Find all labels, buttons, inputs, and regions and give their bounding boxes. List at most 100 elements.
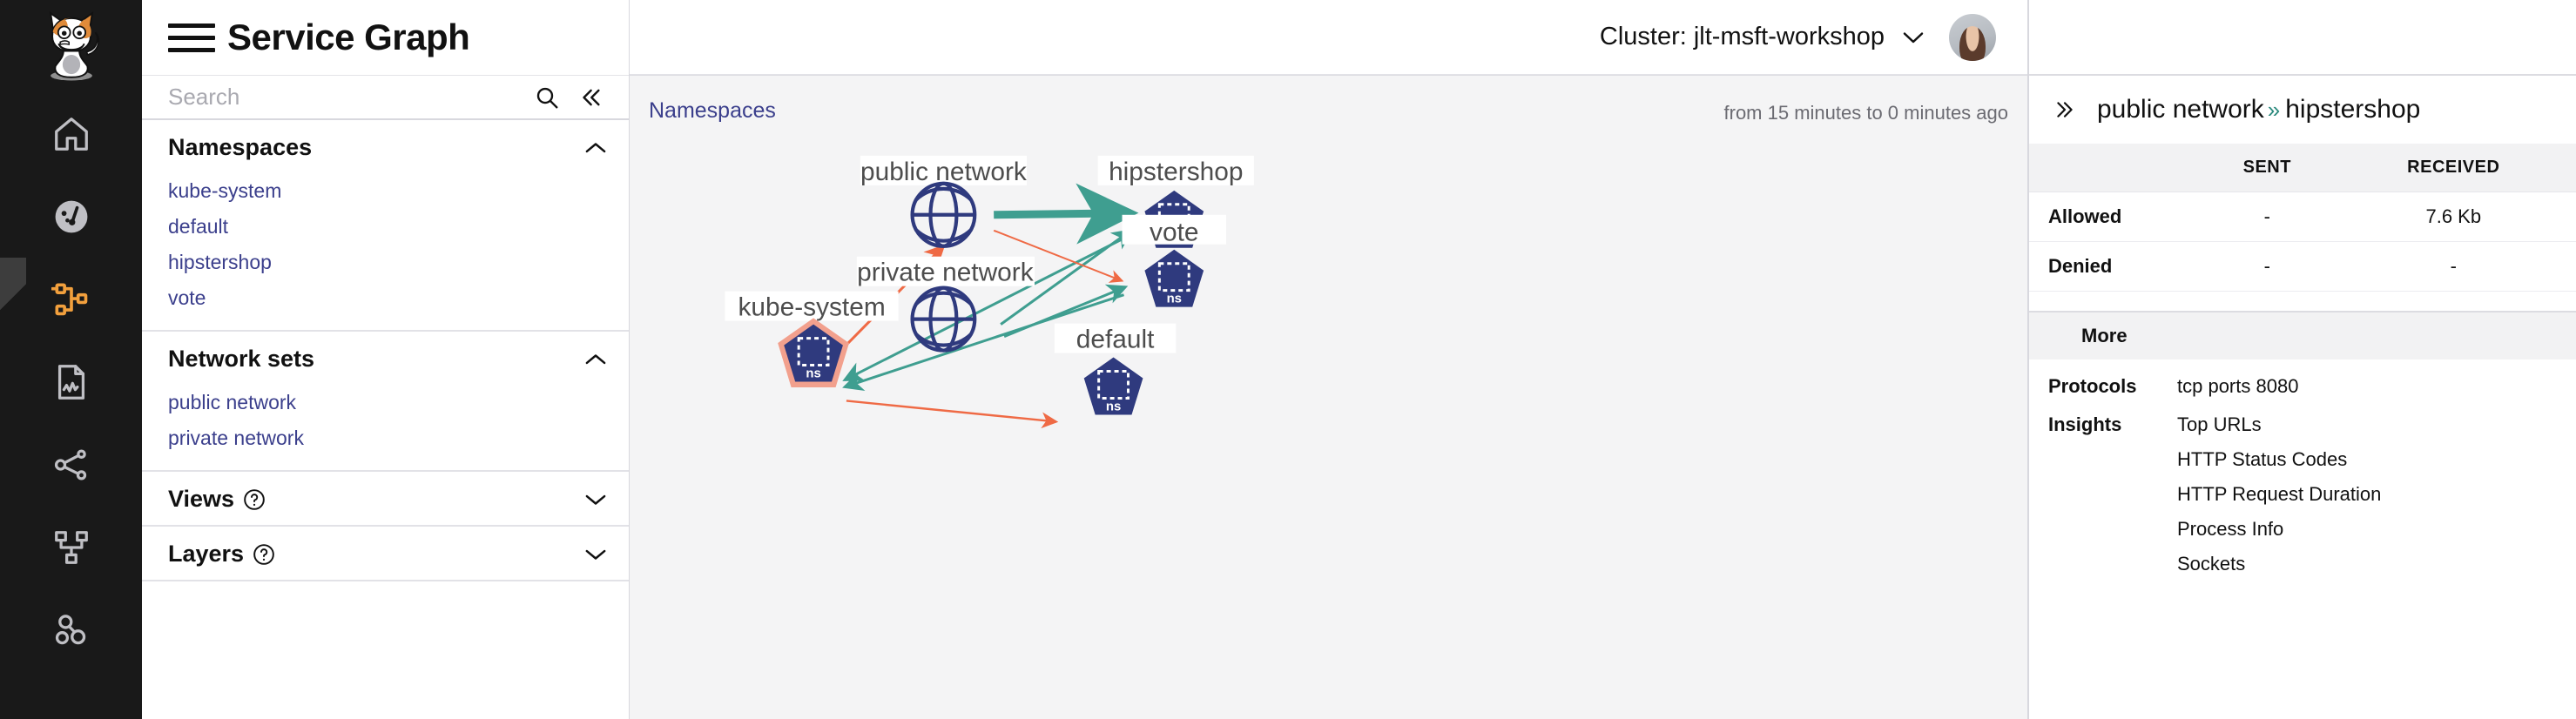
sidebar-item-hipstershop[interactable]: hipstershop — [168, 251, 272, 273]
detail-header: public network » hipstershop — [2029, 76, 2576, 144]
logs-document-icon — [57, 364, 84, 400]
table-col-blank — [2029, 144, 2203, 192]
sidebar-item-policies[interactable] — [0, 506, 142, 588]
chevron-down-icon[interactable] — [583, 492, 608, 507]
nav-section-header-views[interactable]: Views — [142, 472, 629, 525]
help-circle-icon[interactable] — [243, 488, 266, 511]
edge-hipstershop-kube-system — [842, 236, 1127, 381]
cluster-label: Cluster: jlt-msft-workshop — [1599, 23, 1885, 50]
nav-section-header-namespaces[interactable]: Namespaces — [142, 120, 629, 173]
graph-node-kube-system[interactable]: kube-system ns — [725, 291, 899, 388]
sidebar-item-private-network[interactable]: private network — [168, 427, 304, 449]
nav-section-title-namespaces: Namespaces — [168, 134, 313, 160]
sidebar-item-network-sets[interactable] — [0, 423, 142, 506]
network-topology-icon — [54, 448, 86, 480]
search-icon[interactable] — [529, 80, 564, 115]
detail-panel: public network » hipstershop SENT RECEIV… — [2027, 0, 2576, 719]
graph-node-private-network[interactable]: private network — [856, 256, 1035, 353]
table-col-sent: SENT — [2203, 144, 2331, 192]
traffic-table: SENT RECEIVED Allowed - 7.6 Kb Denied - … — [2029, 144, 2576, 292]
sidebar-item-vote[interactable]: vote — [168, 286, 206, 309]
edge-public-network-hipstershop — [994, 183, 1139, 245]
sidebar-item-home[interactable] — [0, 92, 142, 175]
nav-header: Service Graph — [142, 0, 629, 75]
nav-links-namespaces: kube-system default hipstershop vote — [142, 173, 629, 330]
nav-section-views: Views — [142, 472, 629, 527]
nav-section-header-layers[interactable]: Layers — [142, 527, 629, 580]
search-input[interactable] — [168, 84, 521, 111]
search-bar — [142, 75, 629, 120]
denied-received-value: - — [2330, 241, 2576, 292]
chevron-up-icon[interactable] — [583, 352, 608, 367]
help-circle-icon[interactable] — [253, 543, 275, 566]
nav-section-title-layers: Layers — [168, 541, 245, 567]
nav-section-title-network-sets: Network sets — [168, 346, 315, 372]
breadcrumb[interactable]: Namespaces — [649, 98, 776, 123]
avatar[interactable] — [1949, 13, 1996, 61]
graph-nodes: public network hipstershop — [725, 155, 1254, 415]
table-row: Allowed - 7.6 Kb — [2029, 192, 2576, 242]
row-label-denied: Denied — [2029, 241, 2203, 292]
chevron-up-icon[interactable] — [583, 140, 608, 156]
nav-section-title-views: Views — [168, 486, 235, 512]
graph-node-sublabel: ns — [1167, 292, 1182, 306]
double-chevron-right-icon[interactable] — [2052, 98, 2078, 121]
graph-svg: public network hipstershop — [725, 155, 1254, 429]
table-row: Denied - - — [2029, 241, 2576, 292]
nav-section-layers: Layers — [142, 527, 629, 581]
nav-links-network-sets: public network private network — [142, 385, 629, 470]
row-label-allowed: Allowed — [2029, 192, 2203, 242]
sidebar-item-logs[interactable] — [0, 340, 142, 423]
edge-public-network-vote — [993, 229, 1124, 283]
service-graph-icon — [51, 283, 87, 315]
detail-source-label: public network — [2097, 95, 2264, 124]
chevron-down-icon[interactable] — [1900, 29, 1926, 46]
top-bar: Cluster: jlt-msft-workshop — [630, 0, 2027, 75]
graph-node-label: hipstershop — [1109, 158, 1243, 186]
rail-icon-list — [0, 92, 142, 671]
cluster-selector[interactable]: Cluster: jlt-msft-workshop — [1600, 23, 1926, 51]
detail-target-label: hipstershop — [2285, 95, 2421, 124]
double-chevron-left-icon[interactable] — [573, 80, 608, 115]
insight-sockets[interactable]: Sockets — [2177, 553, 2246, 575]
nodes-icon — [55, 614, 85, 644]
sidebar-item-default[interactable]: default — [168, 215, 229, 238]
sidebar-item-nodes[interactable] — [0, 588, 142, 671]
graph-node-default[interactable]: default ns — [1054, 323, 1177, 415]
graph-node-public-network[interactable]: public network — [860, 155, 1028, 248]
chevron-down-icon[interactable] — [583, 547, 608, 562]
table-col-received: RECEIVED — [2330, 144, 2576, 192]
insight-top-urls[interactable]: Top URLs — [2177, 413, 2262, 435]
more-section-header[interactable]: More — [2029, 311, 2576, 360]
edge-vote-kube-system — [842, 293, 1124, 392]
graph-node-label: kube-system — [738, 293, 885, 322]
denied-sent-value: - — [2203, 241, 2331, 292]
graph-node-vote[interactable]: vote ns — [1122, 214, 1227, 307]
graph-node-label: default — [1076, 326, 1155, 354]
insights-row: Insights Top URLs HTTP Status Codes HTTP… — [2029, 398, 2576, 575]
sidebar-item-service-graph[interactable] — [0, 258, 142, 340]
insights-list: Top URLs HTTP Status Codes HTTP Request … — [2177, 413, 2381, 575]
service-graph-canvas[interactable]: Namespaces from 15 minutes to 0 minutes … — [630, 75, 2027, 719]
policies-icon — [54, 530, 88, 564]
nav-section-header-network-sets[interactable]: Network sets — [142, 332, 629, 385]
calico-cat-logo[interactable] — [31, 5, 111, 85]
hamburger-icon[interactable] — [168, 20, 215, 55]
insight-process-info[interactable]: Process Info — [2177, 518, 2284, 540]
sidebar-item-dashboards[interactable] — [0, 175, 142, 258]
insight-http-request-duration[interactable]: HTTP Request Duration — [2177, 483, 2382, 505]
insights-key: Insights — [2048, 413, 2122, 435]
graph-node-label: vote — [1150, 218, 1198, 247]
icon-rail — [0, 0, 142, 719]
page-title: Service Graph — [227, 17, 470, 57]
insight-http-status-codes[interactable]: HTTP Status Codes — [2177, 448, 2348, 470]
sidebar-item-kube-system[interactable]: kube-system — [168, 179, 282, 202]
protocols-value: tcp ports 8080 — [2177, 375, 2299, 397]
nav-section-network-sets: Network sets public network private netw… — [142, 332, 629, 472]
sidebar-item-public-network[interactable]: public network — [168, 391, 297, 413]
allowed-sent-value: - — [2203, 192, 2331, 242]
table-header-row: SENT RECEIVED — [2029, 144, 2576, 192]
detail-title: public network » hipstershop — [2097, 95, 2420, 124]
graph-node-label: private network — [857, 259, 1034, 287]
graph-area: Cluster: jlt-msft-workshop Namespaces fr… — [630, 0, 2027, 719]
